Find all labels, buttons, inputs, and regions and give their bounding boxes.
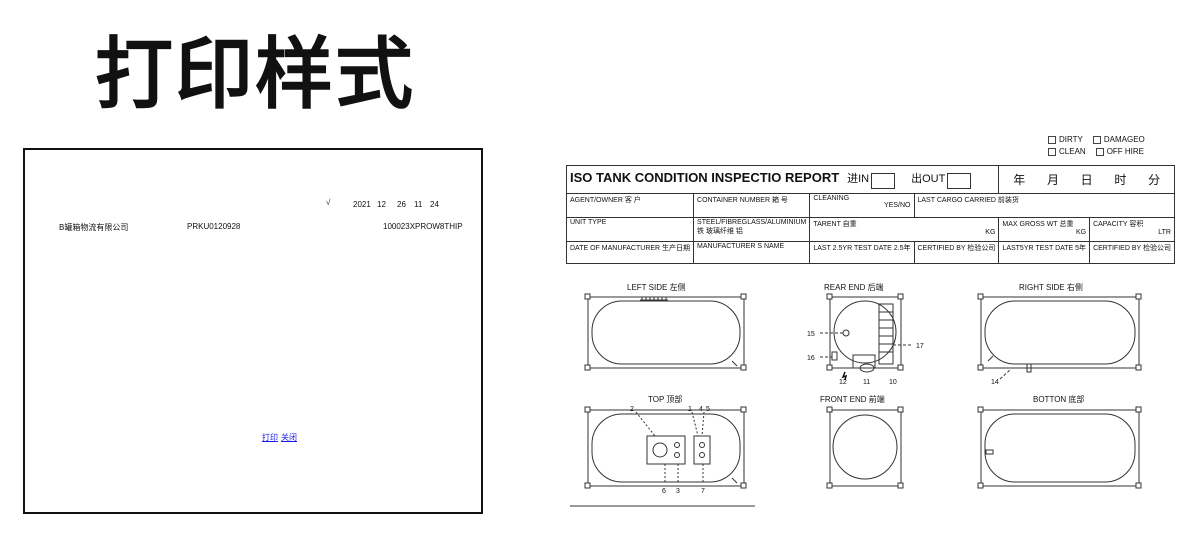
yes-no-label: YES/NO bbox=[884, 202, 911, 209]
date-minute: 24 bbox=[430, 200, 439, 209]
off-hire-checkbox[interactable]: OFF HIRE bbox=[1095, 147, 1145, 156]
sqrt-mark: √ bbox=[326, 198, 331, 207]
last-test-5-cell: LAST5YR TEST DATE 5年 bbox=[998, 241, 1091, 264]
callout-6: 6 bbox=[662, 488, 666, 495]
tarent-label: TARENT 自重 bbox=[813, 221, 857, 228]
callout-16: 16 bbox=[807, 355, 815, 362]
max-gross-label: MAX GROSS WT bbox=[1002, 221, 1058, 228]
date-units-cell: 年 月 日 时 分 bbox=[998, 165, 1175, 194]
damaged-checkbox[interactable]: DAMAGEO bbox=[1092, 135, 1145, 144]
unit-month: 月 bbox=[1046, 173, 1059, 187]
front-end-label: FRONT END 前端 bbox=[820, 395, 885, 404]
report-code: 100023XPROW8THIP bbox=[383, 222, 463, 231]
unit-day: 日 bbox=[1080, 173, 1093, 187]
company-name: B罐箱物流有限公司 bbox=[59, 223, 129, 232]
callout-15: 15 bbox=[807, 331, 815, 338]
callout-7: 7 bbox=[701, 488, 705, 495]
right-side-label: RIGHT SIDE 右侧 bbox=[1019, 283, 1083, 292]
left-side-view bbox=[587, 296, 745, 369]
dirty-label: DIRTY bbox=[1059, 135, 1083, 144]
capacity-ltr: LTR bbox=[1158, 229, 1171, 236]
callout-17: 17 bbox=[916, 343, 924, 350]
print-preview-panel: √ 2021 12 26 11 24 B罐箱物流有限公司 PRKU0120928… bbox=[23, 148, 483, 514]
capacity-label: CAPACITY 容积 bbox=[1093, 221, 1144, 228]
in-label: 进IN bbox=[847, 173, 870, 186]
left-side-vents bbox=[640, 297, 668, 301]
callout-14: 14 bbox=[991, 379, 999, 386]
right-side-view bbox=[980, 296, 1140, 380]
material-cn-label: 铁 玻璃纤维 铝 bbox=[697, 228, 743, 235]
tarent-cell: TARENT 自重 KG bbox=[809, 217, 1000, 242]
callout-2: 2 bbox=[630, 406, 634, 413]
top-view bbox=[587, 409, 745, 487]
cleaning-label: CLEANING bbox=[813, 195, 850, 202]
callout-10: 10 bbox=[889, 379, 897, 386]
date-year: 2021 bbox=[353, 200, 371, 209]
preview-links: 打印关闭 bbox=[262, 432, 300, 443]
callout-11: 11 bbox=[863, 379, 870, 386]
unit-year: 年 bbox=[1013, 173, 1026, 187]
unit-minute: 分 bbox=[1148, 173, 1161, 187]
close-link[interactable]: 关闭 bbox=[281, 433, 297, 442]
dirty-checkbox[interactable]: DIRTY bbox=[1048, 135, 1083, 144]
date-month: 12 bbox=[377, 200, 386, 209]
callout-3: 3 bbox=[676, 488, 680, 495]
top-label: TOP 顶部 bbox=[648, 395, 683, 404]
mfr-name-cell: MANUFACTURER S NAME bbox=[693, 241, 811, 264]
in-box[interactable] bbox=[871, 172, 896, 189]
front-end-view bbox=[829, 409, 902, 487]
total-weight-label: 总重 bbox=[1059, 221, 1074, 228]
rear-end-label: REAR END 后端 bbox=[824, 283, 884, 292]
out-box[interactable] bbox=[947, 172, 972, 189]
page-title: 打印样式 bbox=[95, 30, 416, 120]
certified-by-2-cell: CERTIFIED BY 检验公司 bbox=[1089, 241, 1175, 264]
status-checkboxes: DIRTY DAMAGEO CLEAN OFF HIRE bbox=[1048, 135, 1145, 156]
report-title: ISO TANK CONDITION INSPECTIO REPORT bbox=[570, 170, 840, 186]
date-day: 26 bbox=[397, 200, 406, 209]
clean-checkbox[interactable]: CLEAN bbox=[1048, 147, 1086, 156]
container-number: PRKU0120928 bbox=[187, 222, 241, 231]
rear-end-view bbox=[820, 296, 913, 373]
max-gross-kg: KG bbox=[1075, 229, 1087, 236]
certified-by-cell: CERTIFIED BY 检验公司 bbox=[913, 241, 1000, 264]
bottom-view bbox=[980, 409, 1140, 487]
callout-1: 1 bbox=[688, 406, 692, 413]
date-hour: 11 bbox=[414, 200, 423, 209]
callout-5: 5 bbox=[706, 406, 710, 413]
damaged-label: DAMAGEO bbox=[1103, 135, 1145, 144]
callout-4: 4 bbox=[699, 406, 703, 413]
callout-12: 12 bbox=[839, 379, 847, 386]
tarent-kg: KG bbox=[985, 229, 996, 236]
last-cargo-cell: LAST CARGO CARRIED 前装货 bbox=[913, 193, 1175, 218]
material-label: STEEL/FIBREGLASS/ALUMINIUM bbox=[697, 219, 807, 226]
left-side-label: LEFT SIDE 左侧 bbox=[627, 283, 686, 292]
bottom-label: BOTTON 底部 bbox=[1033, 395, 1085, 404]
print-link[interactable]: 打印 bbox=[262, 433, 278, 442]
inspection-report-table: ISO TANK CONDITION INSPECTIO REPORT 进IN … bbox=[565, 165, 1175, 264]
off-hire-label: OFF HIRE bbox=[1106, 147, 1145, 156]
report-header-cell: ISO TANK CONDITION INSPECTIO REPORT 进IN … bbox=[565, 165, 1000, 194]
out-label: 出OUT bbox=[911, 173, 946, 186]
clean-label: CLEAN bbox=[1059, 147, 1086, 156]
last-test-25-cell: LAST 2.5YR TEST DATE 2.5年 bbox=[809, 241, 915, 264]
unit-hour: 时 bbox=[1114, 173, 1127, 187]
